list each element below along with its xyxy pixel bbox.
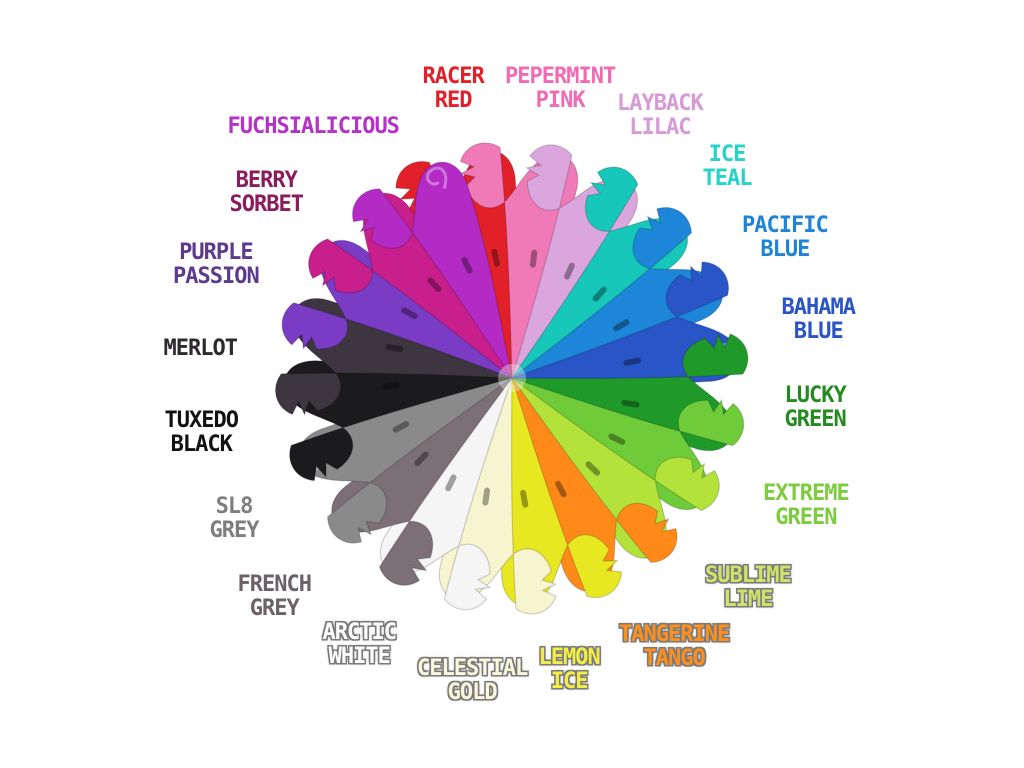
label-line: TUXEDO: [164, 408, 239, 433]
label-line: SL8: [215, 494, 254, 519]
label-line: PACIFIC: [742, 213, 829, 238]
label-line: FRENCH: [237, 572, 312, 597]
label-line: GOLD: [447, 680, 498, 705]
label-line: LAYBACK: [617, 91, 704, 116]
label-merlot: MERLOT: [163, 336, 238, 361]
label-line: BLACK: [170, 432, 233, 457]
label-line: LEMON: [538, 645, 601, 670]
label-line: PURPLE: [179, 240, 253, 265]
blades-group: [274, 142, 749, 615]
label-line: BERRY: [235, 168, 298, 193]
wheel-hub: [498, 364, 526, 392]
label-line: BLUE: [793, 319, 844, 344]
label-line: PEPERMINT: [505, 64, 616, 89]
label-line: MERLOT: [163, 336, 238, 361]
label-line: RED: [434, 88, 473, 113]
label-line: ICE: [708, 142, 747, 167]
label-line: SORBET: [229, 192, 304, 217]
label-line: TANGERINE: [619, 622, 730, 647]
label-line: BAHAMA: [781, 295, 856, 320]
label-line: ICE: [550, 669, 589, 694]
label-line: CELESTIAL: [417, 656, 528, 681]
label-fuchsialicious: FUCHSIALICIOUS: [227, 114, 400, 139]
label-line: BLUE: [760, 237, 810, 262]
label-line: ARCTIC: [322, 620, 397, 645]
label-line: PINK: [535, 88, 586, 113]
label-line: FUCHSIALICIOUS: [227, 114, 400, 139]
label-line: WHITE: [328, 644, 391, 669]
label-line: GREY: [209, 518, 260, 543]
label-line: RACER: [422, 64, 485, 89]
label-line: GREEN: [784, 407, 847, 432]
label-line: TEAL: [702, 166, 753, 191]
label-line: GREY: [249, 596, 300, 621]
label-line: LILAC: [629, 115, 691, 140]
blade-fuchsialicious: [351, 161, 513, 379]
label-line: TANGO: [643, 646, 705, 671]
label-line: PASSION: [173, 264, 260, 289]
label-line: LUCKY: [784, 383, 847, 408]
label-line: SUBLIME: [705, 563, 792, 588]
label-line: EXTREME: [763, 481, 850, 506]
label-line: GREEN: [775, 505, 837, 530]
label-line: LIME: [723, 587, 773, 612]
